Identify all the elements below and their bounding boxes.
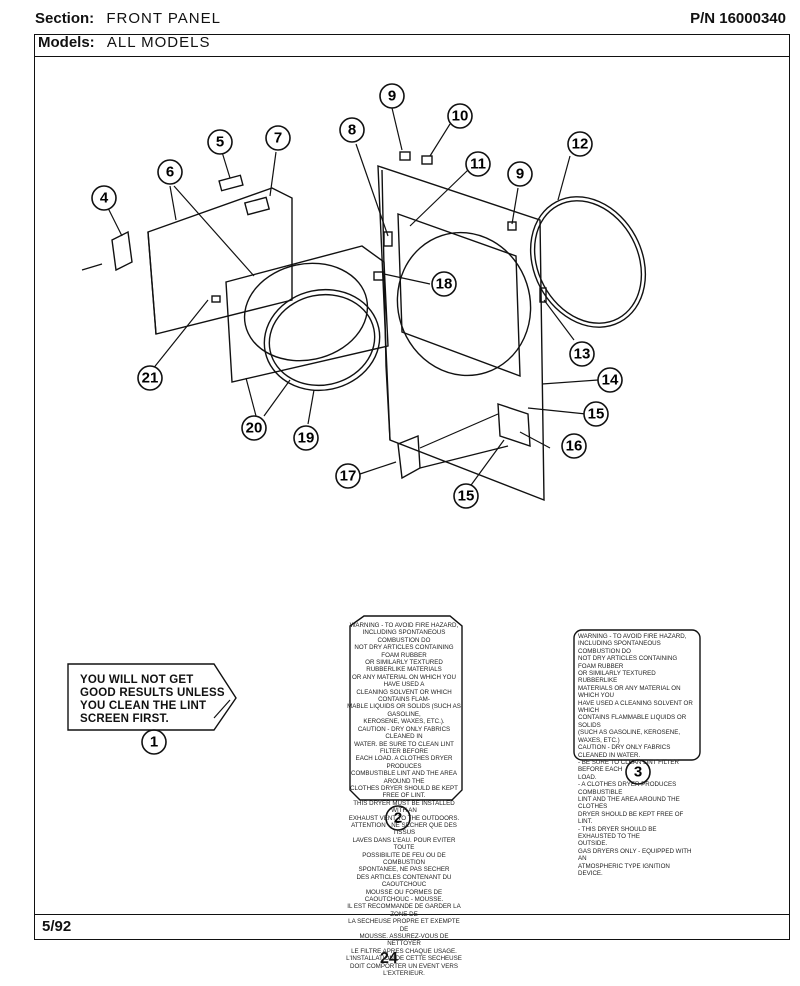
lint-label-outline <box>67 663 237 731</box>
svg-text:2: 2 <box>394 810 402 827</box>
callout-1: 1 <box>141 729 167 755</box>
svg-text:13: 13 <box>574 346 591 363</box>
lint-warning-text: YOU WILL NOT GET GOOD RESULTS UNLESS YOU… <box>80 674 225 725</box>
callout-19: 19 <box>293 425 319 451</box>
callout-5: 5 <box>207 129 233 155</box>
callout-18: 18 <box>431 271 457 297</box>
svg-text:3: 3 <box>634 764 642 781</box>
callout-11: 11 <box>465 151 491 177</box>
part-5-clip <box>218 174 244 192</box>
callout-8: 8 <box>339 117 365 143</box>
svg-text:8: 8 <box>348 122 356 139</box>
lint-warning-label: YOU WILL NOT GET GOOD RESULTS UNLESS YOU… <box>68 664 236 730</box>
callout-9b: 9 <box>507 161 533 187</box>
callout-2: 2 <box>385 805 411 831</box>
svg-text:6: 6 <box>166 164 174 181</box>
fire-warning-label-outline <box>349 615 463 801</box>
svg-text:1: 1 <box>150 734 158 751</box>
footer-divider <box>34 914 790 915</box>
callout-6: 6 <box>157 159 183 185</box>
svg-text:11: 11 <box>470 156 486 173</box>
callout-15b: 15 <box>453 483 479 509</box>
svg-text:20: 20 <box>246 420 263 437</box>
svg-text:10: 10 <box>452 108 469 125</box>
svg-text:15: 15 <box>458 488 475 505</box>
callout-17: 17 <box>335 463 361 489</box>
gas-warning-text: WARNING - TO AVOID FIRE HAZARD, INCLUDIN… <box>578 633 693 877</box>
svg-text:19: 19 <box>298 430 315 447</box>
header-divider <box>34 56 790 57</box>
callout-10: 10 <box>447 103 473 129</box>
callout-16: 16 <box>561 433 587 459</box>
fire-warning-text: WARNING - TO AVOID FIRE HAZARD, INCLUDIN… <box>346 622 462 978</box>
part-20-door-frame <box>225 245 389 383</box>
svg-text:18: 18 <box>436 276 453 293</box>
svg-text:15: 15 <box>588 406 605 423</box>
part-19-gasket <box>263 288 381 392</box>
svg-text:9: 9 <box>388 88 396 105</box>
svg-text:16: 16 <box>566 438 583 455</box>
svg-text:12: 12 <box>572 136 589 153</box>
callout-9a: 9 <box>379 83 405 109</box>
callout-12: 12 <box>567 131 593 157</box>
callout-21: 21 <box>137 365 163 391</box>
gas-warning-label-outline <box>573 629 701 761</box>
models-header: Models: ALL MODELS <box>38 34 798 58</box>
svg-text:14: 14 <box>602 372 619 389</box>
part-number-value: 16000340 <box>719 10 786 27</box>
diagram-frame <box>34 34 790 940</box>
svg-text:9: 9 <box>516 166 524 183</box>
svg-text:4: 4 <box>100 190 109 207</box>
section-value: FRONT PANEL <box>106 10 221 27</box>
callout-7: 7 <box>265 125 291 151</box>
revision-date: 5/92 <box>42 918 72 935</box>
svg-text:5: 5 <box>216 134 224 151</box>
models-label: Models: <box>38 34 95 51</box>
callout-15a: 15 <box>583 401 609 427</box>
callout-20: 20 <box>241 415 267 441</box>
callout-4: 4 <box>91 185 117 211</box>
section-header: Section: FRONT PANEL <box>35 10 795 34</box>
page-number: 24 <box>380 950 398 967</box>
svg-text:7: 7 <box>274 130 282 147</box>
part-17-cover <box>397 434 421 480</box>
part-number-label: P/N <box>690 10 716 27</box>
svg-text:17: 17 <box>340 468 357 485</box>
part-4-hinge <box>111 230 133 272</box>
callout-13: 13 <box>569 341 595 367</box>
panel-left <box>147 187 293 335</box>
callout-14: 14 <box>597 367 623 393</box>
models-value: ALL MODELS <box>106 34 211 51</box>
part-number: P/N 16000340 <box>690 10 786 27</box>
svg-text:21: 21 <box>142 370 159 387</box>
section-label: Section: <box>35 10 95 27</box>
